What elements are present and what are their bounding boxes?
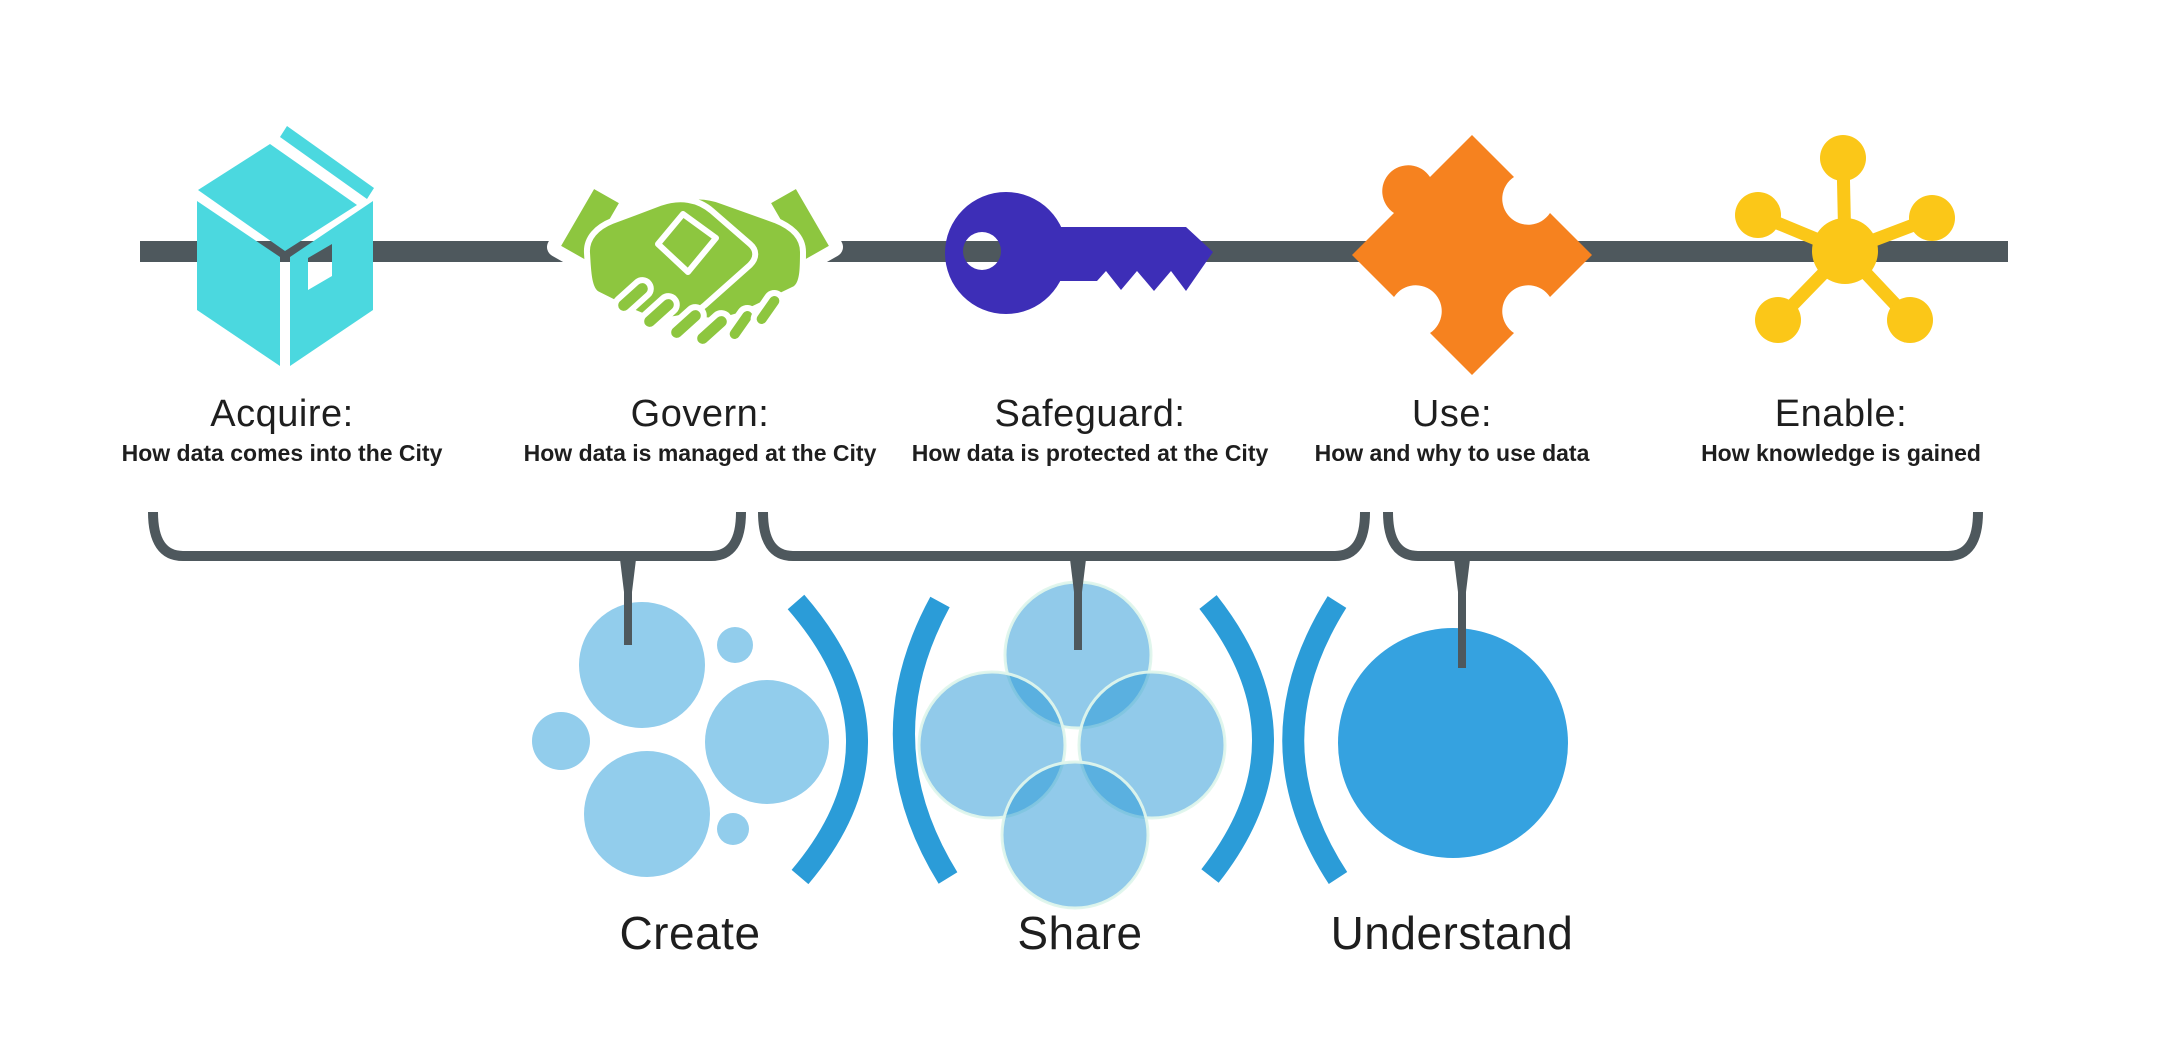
stage-title: Enable: [1774, 393, 1908, 435]
bubble [584, 751, 710, 877]
brace-share [758, 511, 1370, 650]
stage-title: Safeguard: [994, 393, 1186, 435]
stage-subtitle: How data comes into the City [121, 440, 443, 466]
stage-label-govern: Govern: How data is managed at the City [470, 392, 930, 468]
stage-title: Acquire: [210, 393, 354, 435]
stage-label-enable: Enable: How knowledge is gained [1611, 392, 2071, 468]
divider-arcs-1 [787, 594, 958, 885]
phase-label-understand: Understand [1330, 907, 1574, 959]
box-right-face [290, 201, 373, 366]
bubble [579, 602, 705, 728]
brace-tail [1069, 551, 1087, 650]
right-paren-arc [787, 594, 868, 885]
stage-label-acquire: Acquire: How data comes into the City [52, 392, 512, 468]
phase-label-create: Create [619, 907, 761, 959]
handshake-icon [557, 185, 833, 350]
network-node [1887, 297, 1933, 343]
network-node [1820, 135, 1866, 181]
stage-subtitle: How data is managed at the City [523, 440, 877, 466]
bubble [705, 680, 829, 804]
bubble [717, 627, 753, 663]
brace-create [148, 511, 746, 645]
left-paren-arc [1282, 596, 1348, 885]
network-icon [1735, 135, 1955, 343]
box-lid-panel [198, 144, 357, 251]
brace-understand [1383, 511, 1983, 668]
puzzle-icon [1352, 135, 1592, 375]
network-node [1735, 192, 1781, 238]
stage-title: Govern: [630, 393, 770, 435]
venn-circle-bottom [1000, 760, 1150, 910]
right-paren-arc [1199, 595, 1274, 883]
stage-subtitle: How data is protected at the City [911, 440, 1269, 466]
bubble [717, 813, 749, 845]
network-node [1909, 195, 1955, 241]
divider-arcs-2 [1199, 595, 1348, 885]
bubble [532, 712, 590, 770]
box-icon [197, 126, 374, 366]
network-node [1755, 297, 1801, 343]
left-paren-arc [893, 596, 958, 884]
stage-subtitle: How and why to use data [1314, 440, 1590, 466]
network-hub [1812, 218, 1878, 284]
stage-label-safeguard: Safeguard: How data is protected at the … [860, 392, 1320, 468]
key-head [945, 192, 1067, 314]
bubble-cluster-create [532, 602, 829, 877]
phase-label-share: Share [1017, 907, 1143, 959]
venn-share [917, 580, 1227, 910]
stage-subtitle: How knowledge is gained [1701, 440, 1981, 466]
circle-understand [1338, 628, 1568, 858]
key-icon [945, 192, 1213, 314]
brace-tail [1453, 551, 1471, 668]
stage-label-use: Use: How and why to use data [1222, 392, 1682, 468]
box-left-face [197, 201, 280, 366]
box-lid-stripe [280, 126, 374, 199]
key-shaft [1045, 227, 1213, 291]
stage-title: Use: [1411, 393, 1493, 435]
brace-tail [619, 551, 637, 645]
